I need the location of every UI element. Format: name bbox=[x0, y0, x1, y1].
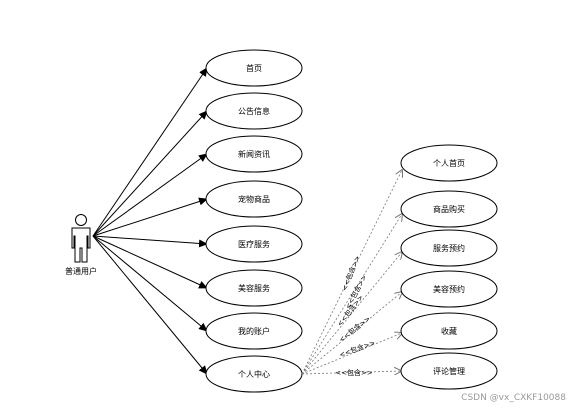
use-case-pet-goods[interactable]: 宠物商品 bbox=[205, 180, 303, 218]
use-case-label: 宠物商品 bbox=[238, 194, 270, 204]
association-lines bbox=[92, 67, 208, 375]
actor-label: 普通用户 bbox=[65, 266, 97, 276]
use-case-label: 个人中心 bbox=[238, 369, 270, 379]
use-case-news[interactable]: 新闻资讯 bbox=[205, 135, 303, 173]
association-line bbox=[92, 235, 208, 375]
use-case-beauty-booking[interactable]: 美容预约 bbox=[400, 270, 498, 308]
include-line bbox=[301, 214, 402, 375]
use-case-review-manage[interactable]: 评论管理 bbox=[400, 352, 498, 390]
use-case-medical[interactable]: 医疗服务 bbox=[205, 225, 303, 263]
actor-head bbox=[75, 214, 87, 226]
use-case-label: 新闻资讯 bbox=[238, 149, 270, 159]
use-case-label: 美容服务 bbox=[238, 283, 270, 293]
use-case-purchase[interactable]: 商品购买 bbox=[400, 190, 498, 228]
include-label: <<包含>> bbox=[335, 368, 373, 377]
use-case-label: 公告信息 bbox=[238, 106, 270, 116]
use-case-label: 收藏 bbox=[441, 326, 457, 336]
watermark: CSDN @vx_CXKF10088 bbox=[461, 393, 566, 403]
use-case-personal-home[interactable]: 个人首页 bbox=[400, 144, 498, 182]
association-line bbox=[92, 67, 208, 237]
use-case-service-booking[interactable]: 服务预约 bbox=[400, 229, 498, 267]
use-case-favorites[interactable]: 收藏 bbox=[400, 312, 498, 350]
use-case-personal[interactable]: 个人中心 bbox=[205, 355, 303, 393]
use-case-label: 医疗服务 bbox=[238, 239, 270, 249]
association-line bbox=[92, 235, 208, 332]
use-case-label: 我的账户 bbox=[238, 326, 270, 336]
use-case-label: 商品购买 bbox=[433, 204, 465, 214]
use-case-label: 评论管理 bbox=[433, 366, 465, 376]
use-case-beauty[interactable]: 美容服务 bbox=[205, 269, 303, 307]
actor-body bbox=[71, 227, 91, 263]
use-case-account[interactable]: 我的账户 bbox=[205, 312, 303, 350]
association-line bbox=[92, 153, 208, 237]
use-case-home[interactable]: 首页 bbox=[205, 49, 303, 87]
include-lines bbox=[301, 170, 402, 375]
association-line bbox=[92, 235, 208, 289]
use-case-label: 美容预约 bbox=[433, 284, 465, 294]
association-line bbox=[92, 197, 208, 237]
include-line bbox=[301, 371, 401, 374]
include-line bbox=[301, 292, 402, 375]
use-case-label: 服务预约 bbox=[433, 243, 465, 253]
use-case-notice[interactable]: 公告信息 bbox=[205, 92, 303, 130]
use-case-label: 个人首页 bbox=[433, 158, 465, 168]
association-line bbox=[92, 110, 208, 237]
include-line bbox=[301, 170, 402, 375]
association-line bbox=[92, 235, 208, 248]
use-case-label: 首页 bbox=[246, 63, 262, 73]
actor[interactable]: 普通用户 bbox=[65, 214, 97, 277]
